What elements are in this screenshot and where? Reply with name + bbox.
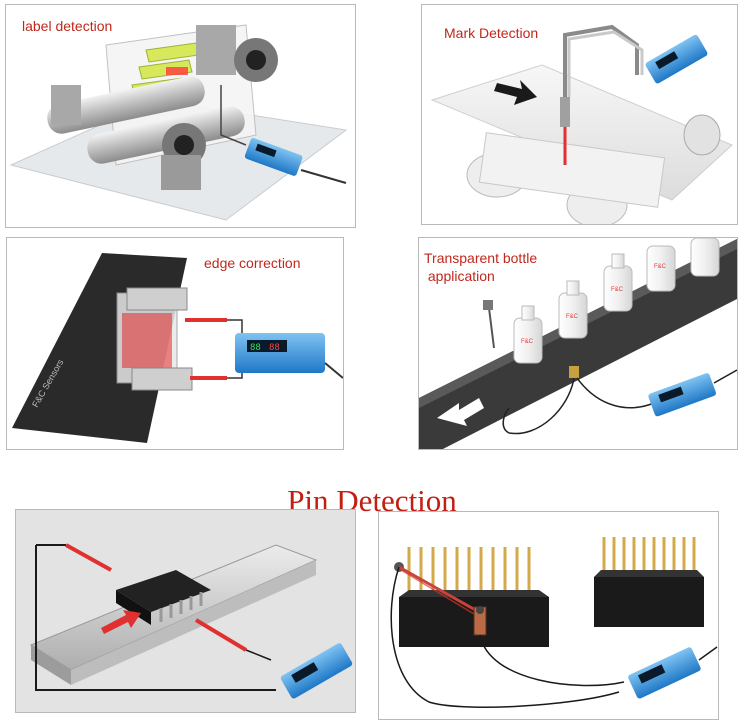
amplifier-icon [645, 34, 708, 84]
mark-detection-illustration [430, 24, 733, 224]
bottle-label-text: F&C [654, 264, 667, 270]
pin-detection-left-illustration [29, 543, 353, 699]
svg-text:88: 88 [250, 343, 261, 353]
amplifier-icon [648, 373, 716, 417]
edge-correction-panel: 88 88 F&C Sensors edge correction [6, 237, 344, 450]
amplifier-icon: 88 88 [235, 333, 325, 373]
pin-detection-right-illustration [390, 537, 718, 708]
label-detection-panel: label detection [5, 4, 356, 228]
edge-correction-illustration: 88 88 F&C Sensors [12, 253, 343, 443]
bottle-application-illustration: F&C F&C F&C F&C [419, 238, 737, 449]
mark-detection-panel: Mark Detection [421, 4, 738, 225]
direction-arrow-icon [494, 80, 537, 105]
bottle-label-text: F&C [611, 287, 624, 293]
label-detection-illustration [9, 24, 348, 221]
bottle-caption-line1: Transparent bottle [424, 250, 538, 266]
amplifier-icon [244, 138, 303, 176]
pin-detection-left-panel [15, 509, 356, 713]
bottle-label-text: F&C [521, 339, 534, 345]
label-detection-caption: label detection [22, 18, 113, 34]
amplifier-icon [280, 643, 353, 699]
mark-detection-caption: Mark Detection [444, 25, 539, 41]
amplifier-icon [628, 647, 701, 699]
pin-detection-right-panel [378, 511, 719, 720]
svg-text:88: 88 [269, 343, 280, 353]
bottle-application-panel: F&C F&C F&C F&C Transparent bottle appli… [418, 237, 738, 450]
direction-arrow-icon [101, 610, 141, 634]
bottle-caption-line2: application [424, 268, 495, 284]
edge-correction-caption: edge correction [204, 255, 301, 271]
bottle-label-text: F&C [566, 314, 579, 320]
direction-arrow-icon [437, 398, 484, 426]
